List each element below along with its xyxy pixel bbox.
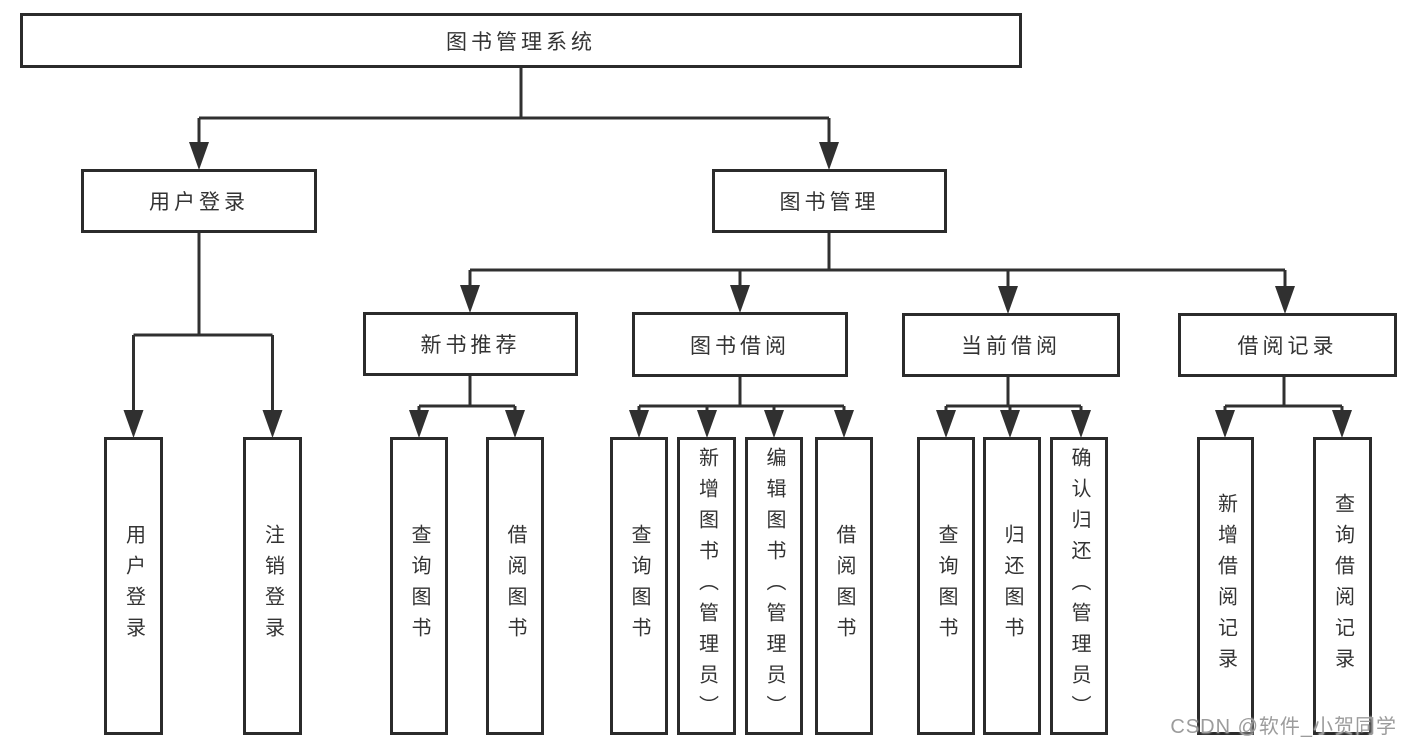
node-book-management-label: 图书管理 (779, 191, 880, 214)
node-borrowing-records-label: 借阅记录 (1237, 335, 1338, 358)
leaf-query-books-recommend: 查询图书 (390, 437, 448, 735)
leaf-user-login: 用户登录 (104, 437, 163, 735)
node-book-borrowing: 图书借阅 (632, 312, 848, 377)
leaf-borrow-books-recommend: 借阅图书 (486, 437, 544, 735)
node-book-borrowing-label: 图书借阅 (690, 334, 790, 358)
leaf-add-borrow-record: 新增借阅记录 (1197, 437, 1254, 735)
leaf-add-book-admin: 新增图书（管理员） (677, 437, 736, 735)
node-root: 图书管理系统 (20, 13, 1022, 68)
node-root-label: 图书管理系统 (446, 30, 596, 54)
leaf-logout: 注销登录 (243, 437, 302, 735)
node-borrowing-records: 借阅记录 (1178, 313, 1397, 377)
node-current-borrowing-label: 当前借阅 (961, 335, 1061, 358)
watermark: CSDN @软件_小贺同学 (1170, 716, 1397, 738)
leaf-query-books-current: 查询图书 (917, 437, 975, 735)
leaf-query-books-borrowing: 查询图书 (610, 437, 668, 735)
node-user-login-label: 用户登录 (149, 191, 249, 214)
leaf-query-borrow-record: 查询借阅记录 (1313, 437, 1372, 735)
node-book-management: 图书管理 (712, 169, 947, 233)
leaf-edit-book-admin: 编辑图书（管理员） (745, 437, 803, 735)
node-new-book-recommendation: 新书推荐 (363, 312, 578, 376)
leaf-confirm-return-admin: 确认归还（管理员） (1050, 437, 1108, 735)
node-current-borrowing: 当前借阅 (902, 313, 1120, 377)
node-user-login: 用户登录 (81, 169, 317, 233)
node-new-book-recommendation-label: 新书推荐 (420, 334, 521, 357)
leaf-borrow-books-borrowing: 借阅图书 (815, 437, 873, 735)
leaf-return-books: 归还图书 (983, 437, 1041, 735)
